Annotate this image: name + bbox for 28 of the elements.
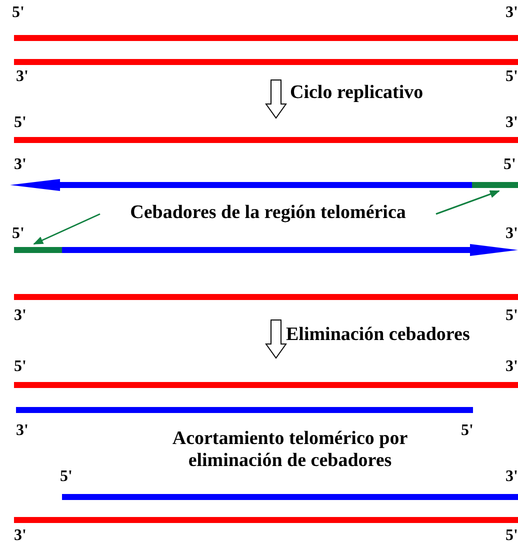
leader-line	[33, 213, 100, 245]
strand-end-label: 3'	[506, 468, 518, 486]
strand-end-label: 5'	[506, 68, 518, 86]
leader-line	[436, 190, 500, 215]
strand-end-label: 3'	[14, 527, 26, 542]
step-label: Eliminación cebadores	[286, 324, 470, 346]
primer-segment	[14, 247, 62, 253]
strand-end-label: 3'	[16, 68, 28, 86]
step-label: Ciclo replicativo	[290, 82, 424, 104]
strand-end-label: 3'	[506, 225, 518, 243]
strand-end-label: 5'	[14, 358, 26, 376]
strand-end-label: 3'	[506, 114, 518, 132]
strand-end-label: 3'	[506, 358, 518, 376]
strand-end-label: 5'	[12, 4, 24, 22]
primer-segment	[472, 182, 518, 188]
annotation-text: Acortamiento telomérico por eliminación de cebadores	[171, 428, 409, 472]
strand-end-label: 5'	[60, 468, 72, 486]
strand-end-label: 5'	[504, 156, 516, 174]
strand-end-label: 3'	[14, 156, 26, 174]
strand-end-label: 5'	[506, 527, 518, 542]
strand-end-label: 3'	[14, 307, 26, 325]
strand-end-label: 5'	[14, 114, 26, 132]
strand-end-label: 5'	[12, 225, 24, 243]
callout-text: Cebadores de la región telomérica	[103, 202, 433, 226]
strand-end-label: 3'	[16, 422, 28, 440]
strand-end-label: 5'	[506, 307, 518, 325]
strand-end-label: 3'	[506, 4, 518, 22]
strand-end-label: 5'	[461, 422, 474, 440]
